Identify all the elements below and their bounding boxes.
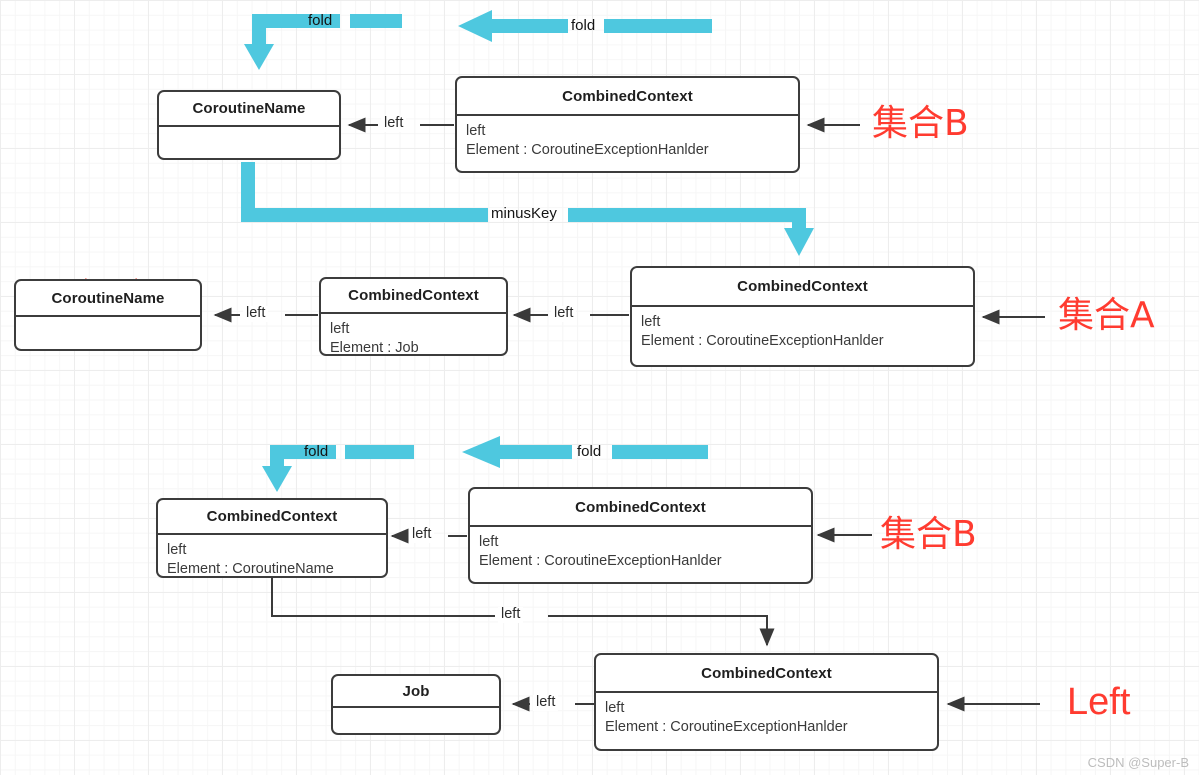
node-body-line: left bbox=[167, 542, 187, 558]
node-separator bbox=[632, 305, 973, 307]
fold-label-top-left: fold bbox=[308, 12, 333, 29]
node-separator bbox=[321, 312, 506, 314]
node-body: left Element : CoroutineExceptionHanlder bbox=[632, 307, 973, 356]
node-body-line: Element : CoroutineExceptionHanlder bbox=[479, 553, 722, 570]
node-body-line: left bbox=[605, 700, 625, 716]
node-body: left Element : CoroutineExceptionHanlder bbox=[457, 116, 798, 165]
node-combinedcontext-top-b[interactable]: CombinedContext left Element : Coroutine… bbox=[455, 76, 800, 173]
node-body-line: Element : Job bbox=[330, 340, 419, 356]
node-body: left Element : CoroutineExceptionHanlder bbox=[596, 693, 937, 742]
annotation-left: Left bbox=[1067, 681, 1131, 723]
node-title: CombinedContext bbox=[348, 287, 479, 304]
edge-label-left-mid-2: left bbox=[551, 305, 577, 322]
node-body-line: left bbox=[330, 321, 350, 337]
node-body-line: Element : CoroutineName bbox=[167, 561, 334, 578]
node-title: CombinedContext bbox=[206, 508, 338, 525]
node-separator bbox=[16, 315, 200, 317]
node-job[interactable]: Job bbox=[331, 674, 501, 735]
node-body-line: left bbox=[641, 314, 661, 330]
edge-label-left-bot-3: left bbox=[533, 694, 559, 711]
node-body-line: left bbox=[466, 123, 486, 139]
node-body-line: Element : CoroutineExceptionHanlder bbox=[641, 333, 884, 350]
edge-label-left-bot-2: left bbox=[498, 606, 524, 623]
node-title: CombinedContext bbox=[575, 498, 706, 516]
node-combinedcontext-job[interactable]: CombinedContext left Element : Job bbox=[319, 277, 508, 356]
node-combinedcontext-mid-a[interactable]: CombinedContext left Element : Coroutine… bbox=[630, 266, 975, 367]
node-combinedcontext-bot-name[interactable]: CombinedContext left Element : Coroutine… bbox=[156, 498, 388, 578]
edge-label-left-bot-1: left bbox=[409, 526, 435, 543]
node-separator bbox=[159, 125, 339, 127]
annotation-set-b-top: 集合B bbox=[872, 103, 969, 144]
node-title: CoroutineName bbox=[192, 100, 306, 117]
node-coroutinename-top[interactable]: CoroutineName bbox=[157, 90, 341, 160]
watermark: CSDN @Super-B bbox=[1087, 755, 1189, 770]
node-title: CombinedContext bbox=[701, 664, 832, 682]
node-title: CoroutineName bbox=[51, 289, 165, 307]
fold-label-top-right: fold bbox=[571, 17, 596, 34]
node-body-line: Element : CoroutineExceptionHanlder bbox=[605, 719, 848, 736]
annotation-set-b-bottom: 集合B bbox=[880, 514, 977, 555]
node-separator bbox=[457, 114, 798, 116]
node-title: CombinedContext bbox=[737, 278, 868, 295]
fold-label-bottom-left: fold bbox=[304, 443, 329, 460]
node-separator bbox=[158, 533, 386, 535]
node-body: left Element : CoroutineName bbox=[158, 535, 386, 578]
node-body: left Element : CoroutineExceptionHanlder bbox=[470, 527, 811, 576]
node-combinedcontext-bot-b[interactable]: CombinedContext left Element : Coroutine… bbox=[468, 487, 813, 584]
node-title: CombinedContext bbox=[562, 87, 693, 105]
node-combinedcontext-bot-left[interactable]: CombinedContext left Element : Coroutine… bbox=[594, 653, 939, 751]
node-body: left Element : Job bbox=[321, 314, 506, 356]
node-title: Job bbox=[402, 682, 430, 700]
edge-label-left-mid-1: left bbox=[243, 305, 269, 322]
node-separator bbox=[470, 525, 811, 527]
edge-label-left-top: left bbox=[381, 115, 407, 132]
fold-arrow-bottom-left bbox=[262, 445, 414, 492]
node-body-line: Element : CoroutineExceptionHanlder bbox=[466, 142, 709, 159]
fold-label-bottom-right: fold bbox=[577, 443, 602, 460]
minuskey-label: minusKey bbox=[491, 205, 557, 222]
node-separator bbox=[333, 706, 499, 708]
node-body-line: left bbox=[479, 534, 499, 550]
node-separator bbox=[596, 691, 937, 693]
annotation-set-a: 集合A bbox=[1058, 295, 1155, 336]
node-coroutinename-struck[interactable]: CoroutineName bbox=[14, 279, 202, 351]
